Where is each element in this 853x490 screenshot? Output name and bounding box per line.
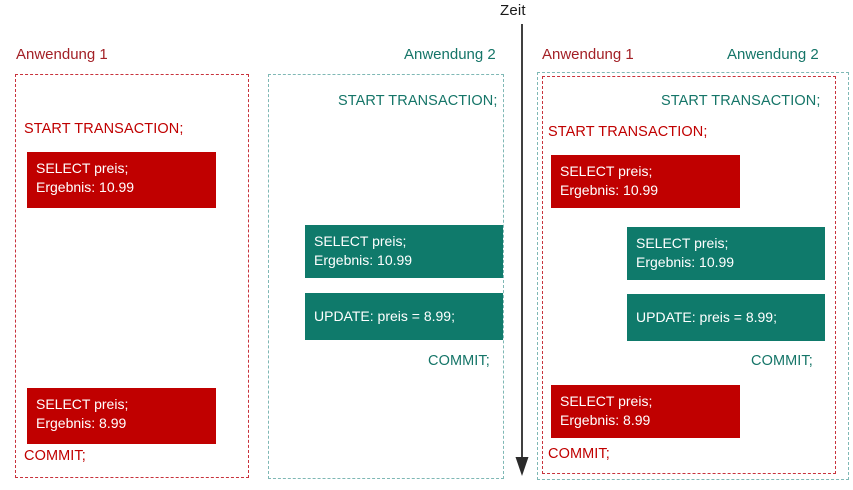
panel-right-app2-start-transaction: START TRANSACTION; <box>661 93 821 109</box>
panel-left-select-box-1: SELECT preis; Ergebnis: 10.99 <box>27 152 216 208</box>
panel-right-app1-select-box-1: SELECT preis; Ergebnis: 10.99 <box>551 155 740 208</box>
panel-right-app2-frame <box>537 72 849 480</box>
panel-right-app1-start-transaction: START TRANSACTION; <box>548 124 708 140</box>
opbox-line-2: Ergebnis: 8.99 <box>36 415 127 431</box>
time-axis-arrow-icon <box>515 24 529 476</box>
opbox-line-1: UPDATE: preis = 8.99; <box>636 309 777 325</box>
panel-right-heading-app2: Anwendung 2 <box>727 46 819 63</box>
opbox-line-1: SELECT preis; <box>560 393 653 409</box>
panel-middle-commit: COMMIT; <box>428 353 490 369</box>
opbox-line-1: SELECT preis; <box>560 163 653 179</box>
panel-left-commit: COMMIT; <box>24 448 86 464</box>
panel-left-start-transaction: START TRANSACTION; <box>24 121 184 137</box>
opbox-line-2: Ergebnis: 10.99 <box>36 179 135 195</box>
panel-middle-app2 <box>268 74 504 479</box>
panel-middle-update-box: UPDATE: preis = 8.99; <box>305 293 503 340</box>
opbox-line-2: Ergebnis: 8.99 <box>560 412 651 428</box>
opbox-line-2: Ergebnis: 10.99 <box>636 254 735 270</box>
panel-middle-select-box: SELECT preis; Ergebnis: 10.99 <box>305 225 503 278</box>
panel-right-app2-select-box: SELECT preis; Ergebnis: 10.99 <box>627 227 825 280</box>
panel-left-heading-app1: Anwendung 1 <box>16 46 108 63</box>
opbox-line-2: Ergebnis: 10.99 <box>560 182 659 198</box>
panel-right-app2-update-box: UPDATE: preis = 8.99; <box>627 294 825 341</box>
panel-left-app1 <box>15 74 249 478</box>
panel-middle-heading-app2: Anwendung 2 <box>404 46 496 63</box>
panel-middle-start-transaction: START TRANSACTION; <box>338 93 498 109</box>
opbox-line-1: SELECT preis; <box>314 233 407 249</box>
opbox-line-1: SELECT preis; <box>36 160 129 176</box>
panel-right-app2-commit: COMMIT; <box>751 353 813 369</box>
opbox-line-1: SELECT preis; <box>636 235 729 251</box>
panel-right-app1-commit: COMMIT; <box>548 446 610 462</box>
panel-right-app1-select-box-2: SELECT preis; Ergebnis: 8.99 <box>551 385 740 438</box>
panel-left-select-box-2: SELECT preis; Ergebnis: 8.99 <box>27 388 216 444</box>
time-axis-label: Zeit <box>500 2 526 19</box>
panel-right-heading-app1: Anwendung 1 <box>542 46 634 63</box>
panel-right-app1-frame <box>542 76 836 474</box>
opbox-line-1: UPDATE: preis = 8.99; <box>314 308 455 324</box>
opbox-line-1: SELECT preis; <box>36 396 129 412</box>
opbox-line-2: Ergebnis: 10.99 <box>314 252 413 268</box>
